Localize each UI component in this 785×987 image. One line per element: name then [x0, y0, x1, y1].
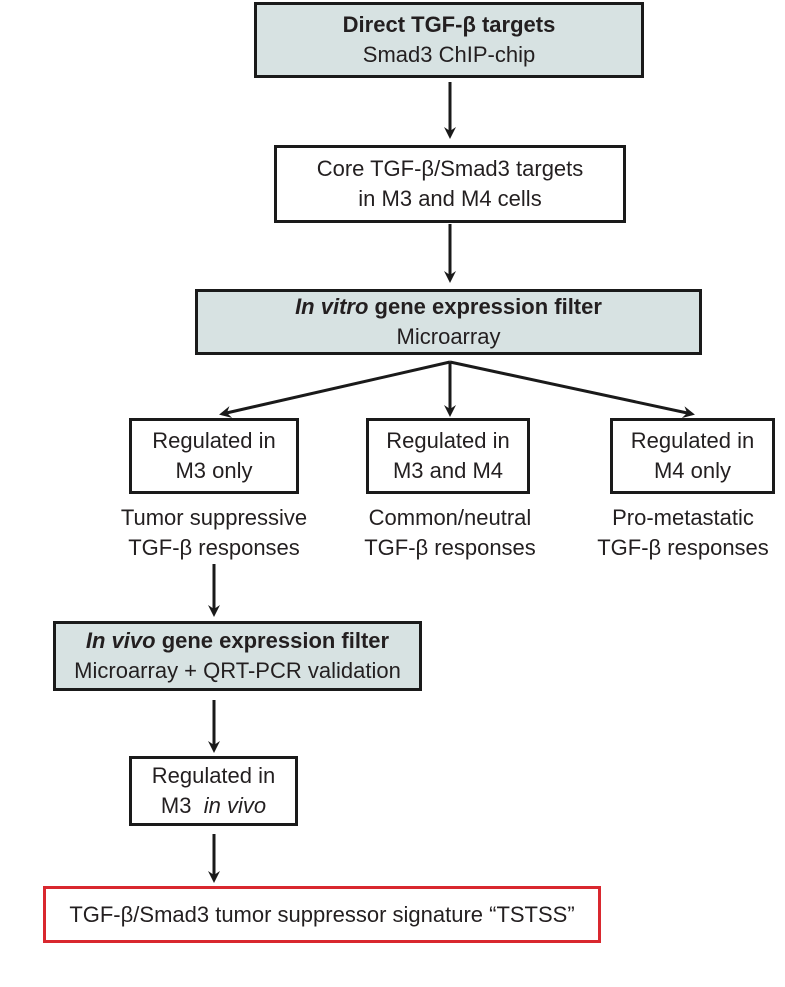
arrow-invitro-to-m4 — [449, 360, 695, 418]
signature-box: TGF-β/Smad3 tumor suppressor signature “… — [43, 886, 601, 943]
regulated-in-vivo-line2: M3 in vivo — [160, 793, 267, 818]
branch-box-m3-only: Regulated in M3 only — [129, 418, 299, 494]
branch-line2: M4 only — [653, 458, 732, 483]
direct-targets-subtitle: Smad3 ChIP-chip — [362, 42, 536, 67]
core-targets-line1: Core TGF-β/Smad3 targets — [316, 156, 584, 181]
branch-line1: Regulated in — [152, 428, 276, 453]
core-targets-box: Core TGF-β/Smad3 targets in M3 and M4 ce… — [274, 145, 626, 223]
in-vivo-filter-title: In vivo gene expression filter — [85, 628, 390, 653]
regulated-in-vivo-line1: Regulated in — [151, 763, 276, 788]
in-vitro-filter-subtitle: Microarray — [396, 324, 501, 349]
in-vivo-filter-subtitle: Microarray + QRT-PCR validation — [74, 658, 401, 683]
arrow-invitro-to-m3 — [219, 360, 451, 418]
core-targets-line2: in M3 and M4 cells — [358, 186, 542, 211]
caption-pro-metastatic: Pro-metastatic TGF-β responses — [597, 505, 769, 560]
signature-label: TGF-β/Smad3 tumor suppressor signature “… — [69, 901, 575, 927]
regulated-in-vivo-box: Regulated in M3 in vivo — [129, 756, 298, 826]
branch-box-m4-only: Regulated in M4 only — [610, 418, 775, 494]
direct-targets-box: Direct TGF-β targets Smad3 ChIP-chip — [254, 2, 644, 78]
branch-line1: Regulated in — [630, 428, 755, 453]
in-vitro-filter-box: In vitro gene expression filter Microarr… — [195, 289, 702, 355]
caption-common-neutral: Common/neutral TGF-β responses — [364, 505, 536, 560]
direct-targets-title: Direct TGF-β targets — [342, 12, 556, 37]
in-vitro-filter-title: In vitro gene expression filter — [295, 294, 602, 319]
branch-line2: M3 only — [175, 458, 253, 483]
in-vivo-filter-box: In vivo gene expression filter Microarra… — [53, 621, 422, 691]
branch-box-m3-and-m4: Regulated in M3 and M4 — [366, 418, 530, 494]
branch-line2: M3 and M4 — [392, 458, 504, 483]
branch-line1: Regulated in — [386, 428, 510, 453]
caption-tumor-suppressive: Tumor suppressive TGF-β responses — [120, 505, 308, 560]
